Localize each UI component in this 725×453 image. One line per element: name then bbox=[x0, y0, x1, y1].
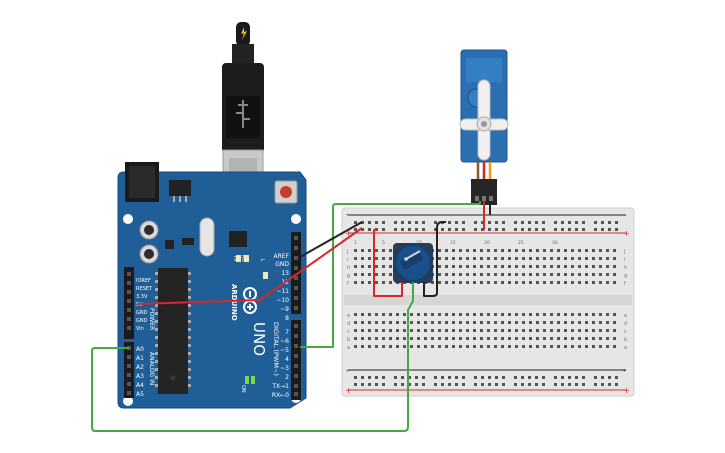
servo-motor[interactable] bbox=[459, 49, 509, 205]
pin-label-2: 2 bbox=[285, 374, 289, 381]
pin-label-5: ~5 bbox=[280, 347, 289, 354]
wire-black-pot-gnd[interactable] bbox=[423, 221, 446, 297]
pin-label-11: ~11 bbox=[276, 288, 289, 295]
analog-header bbox=[124, 342, 134, 398]
led-label-l: L bbox=[259, 259, 265, 262]
row-letter-c-left: c bbox=[347, 329, 350, 335]
wire-black-gnd[interactable] bbox=[299, 221, 363, 258]
digital-header-bottom bbox=[291, 320, 301, 400]
pin-label-7: 7 bbox=[285, 329, 289, 336]
wire-green-pot-wiper[interactable] bbox=[91, 282, 414, 432]
top-rail-minus-left: - bbox=[346, 210, 349, 219]
row-letter-g-right: g bbox=[624, 273, 627, 279]
pin-label-13: 13 bbox=[281, 270, 289, 277]
pin-label-vin: Vin bbox=[136, 326, 144, 332]
bottom-rail-plus-left: + bbox=[345, 386, 352, 395]
bottom-power-rail-holes bbox=[354, 376, 618, 386]
col-number-1: 1 bbox=[354, 240, 357, 246]
pin-label-aref: AREF bbox=[273, 253, 289, 260]
wire-red-pot-vcc[interactable] bbox=[373, 229, 403, 297]
pin-label-9: ~9 bbox=[280, 306, 289, 313]
row-letter-i-left: i bbox=[347, 257, 348, 263]
row-letter-c-right: c bbox=[624, 329, 627, 335]
row-letter-g-left: g bbox=[347, 273, 350, 279]
pin-label-10: ~10 bbox=[276, 297, 289, 304]
pin-label-8: 8 bbox=[285, 315, 289, 322]
pin-label-a3: A3 bbox=[136, 373, 144, 380]
col-number-5: 5 bbox=[382, 240, 385, 246]
pin-label-gnd-digital: GND bbox=[275, 261, 289, 268]
wire-green-servo-signal[interactable] bbox=[300, 201, 481, 348]
arduino-uno-board[interactable]: TX RX L ON AREF GND 13 12 ~11 ~10 ~9 8 bbox=[117, 162, 307, 409]
row-letter-a-right: a bbox=[624, 345, 627, 351]
bottom-terminal-holes bbox=[354, 313, 616, 348]
potentiometer[interactable] bbox=[393, 243, 433, 283]
pin-label-3: ~3 bbox=[280, 365, 289, 372]
row-letter-h-left: h bbox=[347, 265, 350, 271]
pin-label-reset: RESET bbox=[136, 286, 153, 292]
on-led bbox=[245, 376, 249, 384]
atmega-chip bbox=[158, 268, 188, 394]
col-number-30: 30 bbox=[552, 240, 558, 246]
crystal-oscillator bbox=[199, 217, 215, 257]
pin-label-a0: A0 bbox=[136, 346, 144, 353]
top-rail-plus: + bbox=[623, 229, 630, 238]
pin-label-ioref: IOREF bbox=[136, 278, 151, 284]
servo-horn[interactable] bbox=[459, 79, 509, 161]
pin-label-gnd-2: GND bbox=[136, 318, 148, 324]
row-letter-j-right: j bbox=[623, 249, 625, 255]
pin-label-1: TX→1 bbox=[271, 383, 289, 390]
pin-label-0: RX←0 bbox=[272, 392, 289, 399]
col-number-20: 20 bbox=[484, 240, 490, 246]
row-letter-i-right: i bbox=[624, 257, 625, 263]
led-label-rx: RX bbox=[240, 255, 246, 262]
row-letter-f-left: f bbox=[347, 281, 349, 287]
power-header-label: POWER bbox=[148, 308, 155, 330]
row-letter-e-right: e bbox=[624, 313, 627, 319]
analog-header-label: ANALOG IN bbox=[148, 352, 155, 385]
row-letter-a-left: a bbox=[347, 345, 350, 351]
pin-label-3v3: 3.3V bbox=[136, 294, 148, 300]
led-label-tx: TX bbox=[232, 254, 238, 262]
top-rail-plus-left: + bbox=[345, 229, 352, 238]
bottom-rail-minus-left: - bbox=[346, 366, 349, 375]
bottom-rail-minus: - bbox=[623, 366, 626, 375]
breadboard[interactable]: - + - + 1 5 10 15 20 25 30 j i h g f j bbox=[341, 207, 635, 397]
col-number-25: 25 bbox=[518, 240, 524, 246]
col-number-15: 15 bbox=[450, 240, 456, 246]
wire-red-5v[interactable] bbox=[136, 227, 363, 305]
pin-label-a5: A5 bbox=[136, 391, 144, 398]
reset-button[interactable] bbox=[274, 180, 298, 204]
row-letter-e-left: e bbox=[347, 313, 350, 319]
row-letter-h-right: h bbox=[624, 265, 627, 271]
row-letter-d-left: d bbox=[347, 321, 350, 327]
brand-text: ARDUINO bbox=[230, 284, 238, 321]
pin-label-a2: A2 bbox=[136, 364, 144, 371]
pin-label-5v: 5V bbox=[136, 302, 143, 308]
top-power-rail-holes bbox=[354, 221, 618, 231]
row-letter-j-left: j bbox=[346, 249, 348, 255]
pin-label-4: 4 bbox=[285, 356, 289, 363]
row-letter-d-right: d bbox=[624, 321, 627, 327]
row-letter-b-right: b bbox=[624, 337, 627, 343]
bottom-rail-plus: + bbox=[623, 386, 630, 395]
digital-header-top bbox=[291, 232, 301, 314]
digital-header-label: DIGITAL (PWM~) bbox=[272, 322, 280, 376]
row-letter-f-right: f bbox=[624, 281, 626, 287]
model-text: UNO bbox=[250, 322, 268, 356]
center-channel bbox=[344, 295, 632, 305]
pin-label-a4: A4 bbox=[136, 382, 144, 389]
pin-label-a1: A1 bbox=[136, 355, 144, 362]
on-label: ON bbox=[240, 385, 246, 393]
row-letter-b-left: b bbox=[347, 337, 350, 343]
top-rail-minus: - bbox=[623, 210, 626, 219]
pin-label-gnd-1: GND bbox=[136, 310, 148, 316]
pin-label-6: ~6 bbox=[280, 338, 289, 345]
